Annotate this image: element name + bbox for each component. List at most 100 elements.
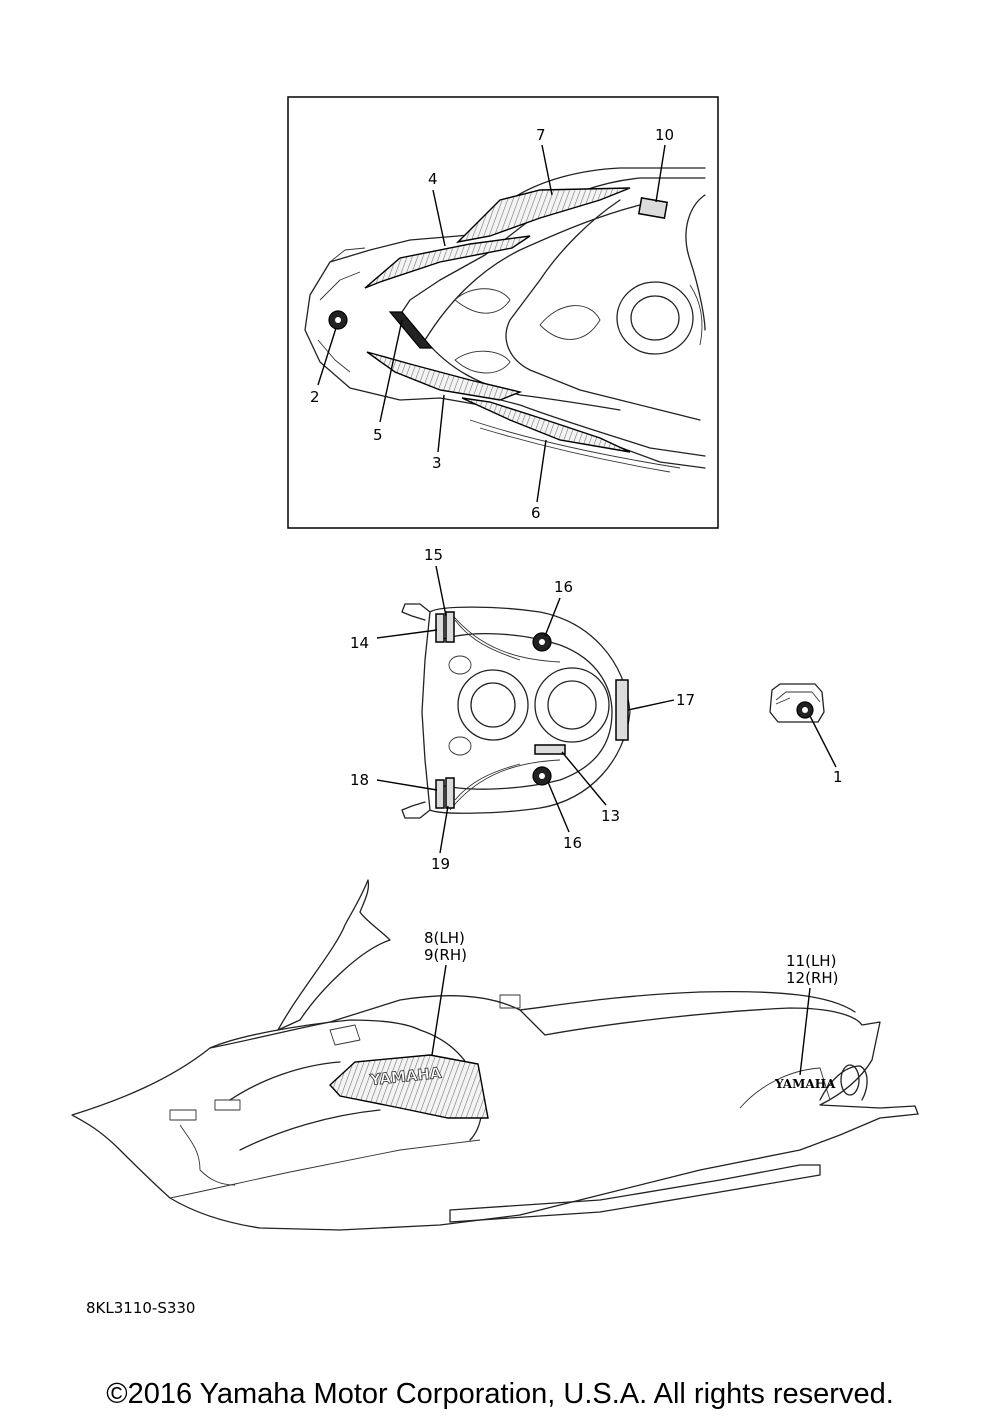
right-gauge-outer bbox=[534, 667, 610, 743]
leader-15 bbox=[435, 565, 447, 617]
decal-8-9 bbox=[329, 1054, 489, 1119]
hood-side-inner bbox=[229, 1061, 381, 1151]
decal-13 bbox=[534, 744, 566, 755]
hood-inner-line-b bbox=[429, 379, 706, 457]
leader-7 bbox=[541, 144, 553, 196]
leader-3 bbox=[437, 394, 445, 453]
decal-7 bbox=[455, 187, 631, 244]
callout-8: 8(LH) bbox=[424, 929, 465, 947]
side-panel-rear bbox=[739, 1067, 831, 1109]
callout-13: 13 bbox=[601, 807, 620, 825]
decal-16-upper-center bbox=[539, 639, 545, 645]
leader-17 bbox=[627, 699, 675, 711]
callout-19: 19 bbox=[431, 855, 450, 873]
body-crease bbox=[329, 994, 521, 1046]
callout-16-lower: 16 bbox=[563, 834, 582, 852]
callout-18: 18 bbox=[350, 771, 369, 789]
mirror-arm-lower bbox=[401, 801, 431, 819]
callout-14: 14 bbox=[350, 634, 369, 652]
decal-1-emblem-center bbox=[802, 707, 808, 713]
leader-1 bbox=[809, 715, 837, 768]
diagram-reference-code: 8KL3110-S330 bbox=[86, 1299, 196, 1317]
decal-3 bbox=[366, 351, 523, 401]
callout-15: 15 bbox=[424, 546, 443, 564]
leader-16-lower bbox=[547, 781, 570, 833]
hood-vent-shape bbox=[454, 288, 511, 314]
rear-bumper bbox=[819, 1065, 868, 1101]
decal-10 bbox=[637, 196, 669, 220]
hood-view-inset: 7 10 4 2 5 3 6 bbox=[287, 96, 719, 529]
decal-11-12-brand-text: YAMAHA bbox=[774, 1077, 836, 1091]
console-upper-ridge bbox=[449, 611, 561, 663]
leader-16-upper bbox=[544, 597, 561, 637]
hood-center-outline bbox=[505, 199, 701, 421]
callout-11: 11(LH) bbox=[786, 952, 836, 970]
console-view: 15 14 16 17 18 13 16 19 bbox=[350, 546, 695, 873]
windshield bbox=[277, 879, 391, 1031]
tail-light bbox=[840, 1064, 860, 1096]
leader-14 bbox=[376, 629, 438, 639]
callout-2: 2 bbox=[310, 388, 320, 406]
inset-frame bbox=[287, 96, 719, 529]
leader-2 bbox=[317, 327, 337, 386]
callout-12: 12(RH) bbox=[786, 969, 839, 987]
decal-4 bbox=[364, 235, 531, 289]
hood-ridge-left bbox=[424, 204, 641, 341]
leader-6 bbox=[536, 439, 547, 503]
leader-8-9 bbox=[431, 964, 447, 1056]
callout-5: 5 bbox=[373, 426, 383, 444]
decal-14 bbox=[435, 613, 445, 643]
callout-16-upper: 16 bbox=[554, 578, 573, 596]
handlebar-right bbox=[689, 284, 703, 346]
leader-19 bbox=[439, 805, 449, 854]
vent-upper bbox=[448, 655, 472, 675]
callout-10: 10 bbox=[655, 126, 674, 144]
vent-lower bbox=[448, 736, 472, 756]
left-gauge-inner bbox=[470, 682, 516, 728]
console-inner-outline bbox=[439, 633, 613, 790]
lower-track-line bbox=[169, 1139, 481, 1199]
callout-6: 6 bbox=[531, 504, 541, 522]
mirror-arm-upper bbox=[401, 603, 431, 621]
decal-15 bbox=[445, 611, 455, 643]
decal-2-emblem-center bbox=[335, 317, 341, 323]
emblem-housing bbox=[769, 683, 825, 723]
leader-10 bbox=[655, 144, 666, 203]
console-lower-ridge bbox=[449, 759, 561, 811]
nose-vents bbox=[169, 1099, 241, 1121]
leader-5 bbox=[379, 319, 403, 423]
emblem-part: 1 bbox=[769, 683, 843, 786]
body-outline bbox=[71, 995, 919, 1231]
hood-vent-shape-2 bbox=[454, 350, 511, 374]
windshield-outline bbox=[685, 194, 706, 331]
emblem-housing-inner bbox=[775, 691, 821, 705]
leader-13 bbox=[561, 751, 607, 806]
decal-18 bbox=[435, 779, 445, 809]
running-board bbox=[449, 1164, 821, 1223]
front-suspension bbox=[179, 1124, 236, 1186]
decal-19 bbox=[445, 777, 455, 809]
leader-11-12 bbox=[799, 987, 811, 1076]
hood-lower-lines bbox=[469, 419, 681, 473]
seat bbox=[519, 990, 856, 1013]
callout-9: 9(RH) bbox=[424, 946, 467, 964]
callout-17: 17 bbox=[676, 691, 695, 709]
decal-6 bbox=[461, 397, 631, 453]
gauge-outer bbox=[616, 281, 694, 355]
leader-18 bbox=[376, 779, 438, 791]
gauge-inner bbox=[630, 295, 680, 341]
hood-left-nose bbox=[317, 247, 366, 373]
right-gauge-inner bbox=[547, 680, 597, 730]
decal-16-lower-center bbox=[539, 773, 545, 779]
leader-4 bbox=[432, 189, 446, 247]
hood-ridge-right bbox=[424, 339, 621, 411]
snowmobile-side-view: YAMAHA YAMAHA 8(LH) 9(RH) 11(LH) 12(RH) bbox=[71, 879, 919, 1231]
callout-4: 4 bbox=[428, 170, 438, 188]
callout-7: 7 bbox=[536, 126, 546, 144]
callout-1: 1 bbox=[833, 768, 843, 786]
decal-17 bbox=[615, 679, 629, 741]
left-gauge-outer bbox=[457, 669, 529, 741]
copyright-notice: ©2016 Yamaha Motor Corporation, U.S.A. A… bbox=[106, 1378, 894, 1410]
hood-vent-shape-3 bbox=[539, 305, 601, 340]
